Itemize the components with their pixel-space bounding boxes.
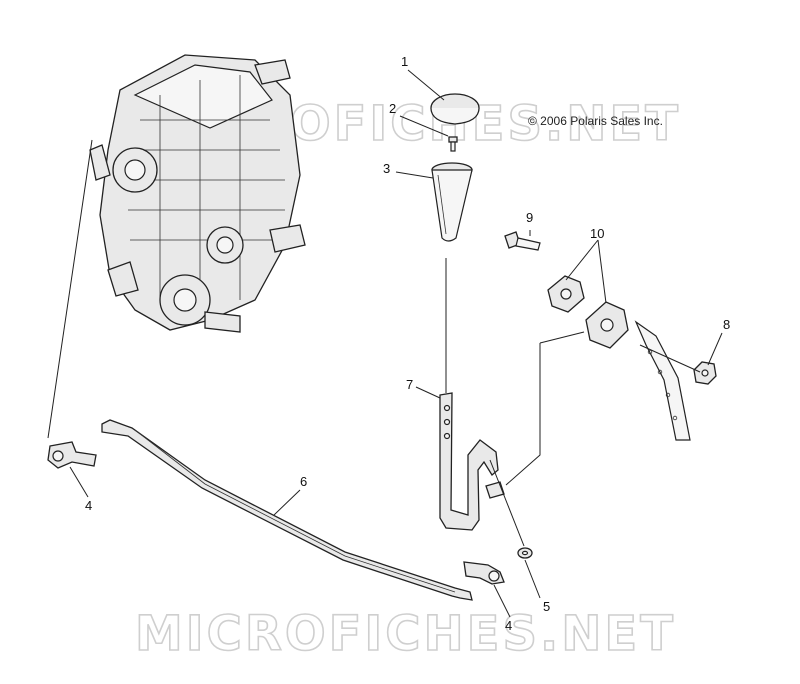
- callout-7: 7: [406, 377, 413, 392]
- watermark-bottom: MICROFICHES.NET: [135, 606, 676, 662]
- transmission-illustration: [89, 54, 306, 333]
- callout-4-bottom: 4: [505, 618, 512, 633]
- callout-9: 9: [526, 210, 533, 225]
- shift-knob-part-3: [431, 162, 473, 242]
- bushing-part-10-left: [547, 275, 585, 313]
- callout-8: 8: [723, 317, 730, 332]
- callout-6: 6: [300, 474, 307, 489]
- shift-lever-part-7: [439, 392, 505, 531]
- callout-3: 3: [383, 161, 390, 176]
- shift-rod-part-6: [101, 419, 473, 601]
- leader-transmission-to-clip: [47, 139, 93, 439]
- clip-bottom-part-4: [463, 561, 505, 585]
- bolt-part-9: [504, 231, 541, 251]
- callout-10: 10: [590, 226, 604, 241]
- callout-4-left: 4: [85, 498, 92, 513]
- callout-2: 2: [389, 101, 396, 116]
- bushing-part-10-right: [585, 301, 629, 349]
- mounting-bracket: [634, 320, 691, 441]
- washer-part-5: [517, 547, 533, 559]
- copyright-text: © 2006 Polaris Sales Inc.: [528, 114, 663, 128]
- callout-1: 1: [401, 54, 408, 69]
- callout-5: 5: [543, 599, 550, 614]
- leader-lines: [69, 69, 723, 618]
- nut-part-8: [693, 361, 717, 385]
- screw-part-2: [448, 136, 458, 152]
- knob-cap-part-1: [430, 93, 480, 125]
- clip-left-part-4: [47, 441, 97, 469]
